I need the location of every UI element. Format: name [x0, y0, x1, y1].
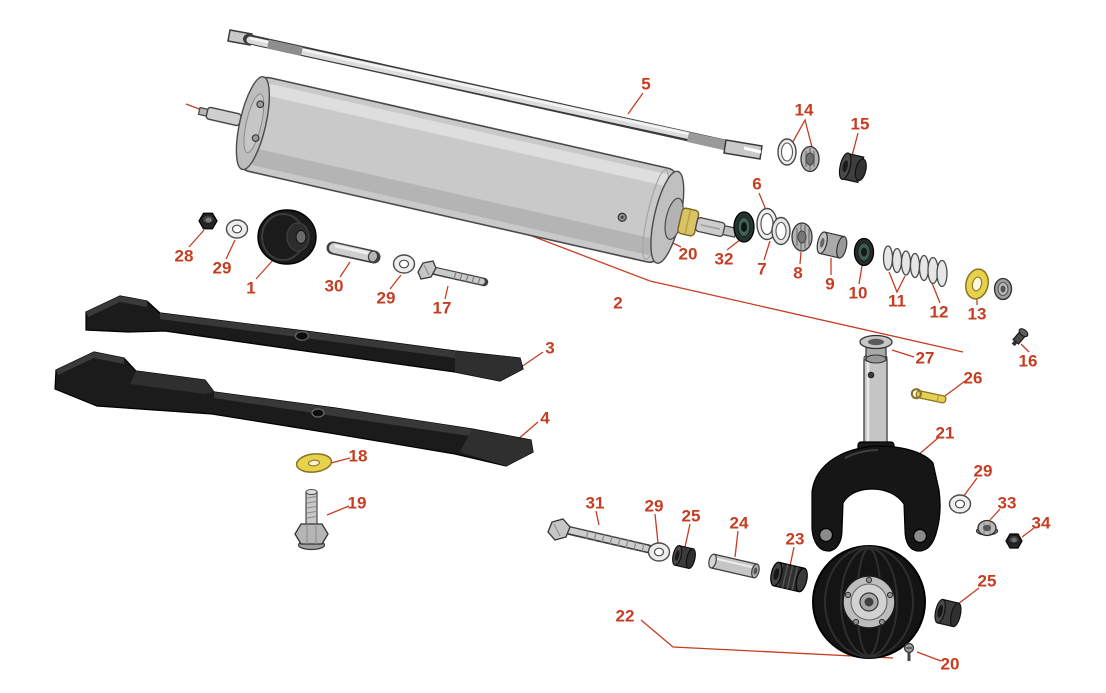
bushing-part-9: [816, 231, 848, 259]
bolt-part-17: [417, 260, 489, 287]
callout-29-d: 29: [645, 497, 664, 516]
pin-part-30: [326, 241, 381, 264]
callout-23: 23: [786, 530, 805, 549]
seal-part-10: [853, 237, 875, 267]
washer-part-13: [965, 268, 989, 300]
mower-blade-part-3: [85, 295, 524, 382]
callout-29-a: 29: [213, 259, 232, 278]
callout-2: 2: [613, 294, 622, 313]
washer-part-29-c: [948, 494, 972, 514]
bushing-part-25-a: [672, 544, 696, 570]
callout-4: 4: [540, 409, 550, 428]
bearing-part-8: [791, 222, 813, 252]
callout-1: 1: [246, 279, 255, 298]
caster-fork-part-21: [811, 441, 941, 552]
callout-labels: 5 14 15 6 28 29 1 30 29 17 20 32 7 8 9 1…: [175, 75, 1051, 674]
callout-34: 34: [1032, 514, 1051, 533]
washer-part-29-b: [392, 254, 416, 274]
callout-7: 7: [757, 260, 766, 279]
caster-bushing-part-27: [859, 334, 893, 364]
roller-part-2: [197, 75, 738, 264]
washer-part-29-a: [225, 219, 249, 239]
callout-12: 12: [930, 303, 949, 322]
callout-24: 24: [730, 514, 749, 533]
callout-25-a: 25: [682, 507, 701, 526]
caster-stem: [863, 352, 888, 453]
bushing-part-15: [838, 152, 867, 184]
callout-5: 5: [641, 75, 650, 94]
callout-20-b: 20: [941, 655, 960, 674]
callout-16: 16: [1019, 352, 1038, 371]
callout-20-a: 20: [679, 245, 698, 264]
callout-31: 31: [586, 494, 605, 513]
shaft-part-5: [227, 29, 763, 160]
callout-9: 9: [825, 275, 834, 294]
callout-25-b: 25: [978, 572, 997, 591]
callout-30: 30: [325, 277, 344, 296]
spring-washer-stack-parts-11-12: [882, 245, 948, 288]
callout-14: 14: [795, 101, 814, 120]
callout-32: 32: [715, 250, 734, 269]
callout-8: 8: [793, 264, 802, 283]
callout-3: 3: [545, 339, 554, 358]
callout-28: 28: [175, 247, 194, 266]
callout-11: 11: [888, 292, 906, 311]
axle-bolt-part-31: [547, 518, 654, 554]
caster-wheel-part-22: [812, 545, 926, 659]
callout-13: 13: [968, 305, 987, 324]
screw-part-20-b: [903, 642, 915, 661]
callout-29-c: 29: [974, 462, 993, 481]
mower-blade-part-4: [54, 351, 534, 467]
ring-and-bearing-part-14: [777, 138, 820, 173]
spacer-part-24: [708, 553, 760, 579]
hitch-pin-part-26: [910, 388, 947, 404]
washer-part-29-d: [647, 542, 671, 562]
callout-26: 26: [964, 369, 983, 388]
flange-nut-part-33: [975, 519, 999, 537]
callout-15: 15: [851, 115, 870, 134]
nut-part-28: [198, 212, 218, 230]
fitting-part-16: [1011, 328, 1029, 347]
callout-17: 17: [433, 299, 452, 318]
callout-27: 27: [916, 349, 935, 368]
lock-nut-part-34: [1005, 533, 1023, 549]
callout-19: 19: [348, 494, 367, 513]
callout-22: 22: [616, 607, 635, 626]
washer-part-7: [771, 216, 791, 246]
end-cap-part-1: [257, 209, 317, 265]
callout-21: 21: [936, 424, 955, 443]
washer-part-18: [295, 453, 333, 473]
callout-18: 18: [349, 447, 368, 466]
callout-29-b: 29: [377, 289, 396, 308]
shaft-nut: [993, 277, 1013, 301]
callout-10: 10: [849, 284, 868, 303]
bushing-part-25-b: [934, 598, 962, 628]
callout-33: 33: [998, 494, 1017, 513]
seal-part-32: [733, 211, 755, 243]
callout-6: 6: [752, 175, 761, 194]
spline-bushing-part-23: [770, 561, 808, 593]
bolt-part-19: [294, 489, 329, 551]
